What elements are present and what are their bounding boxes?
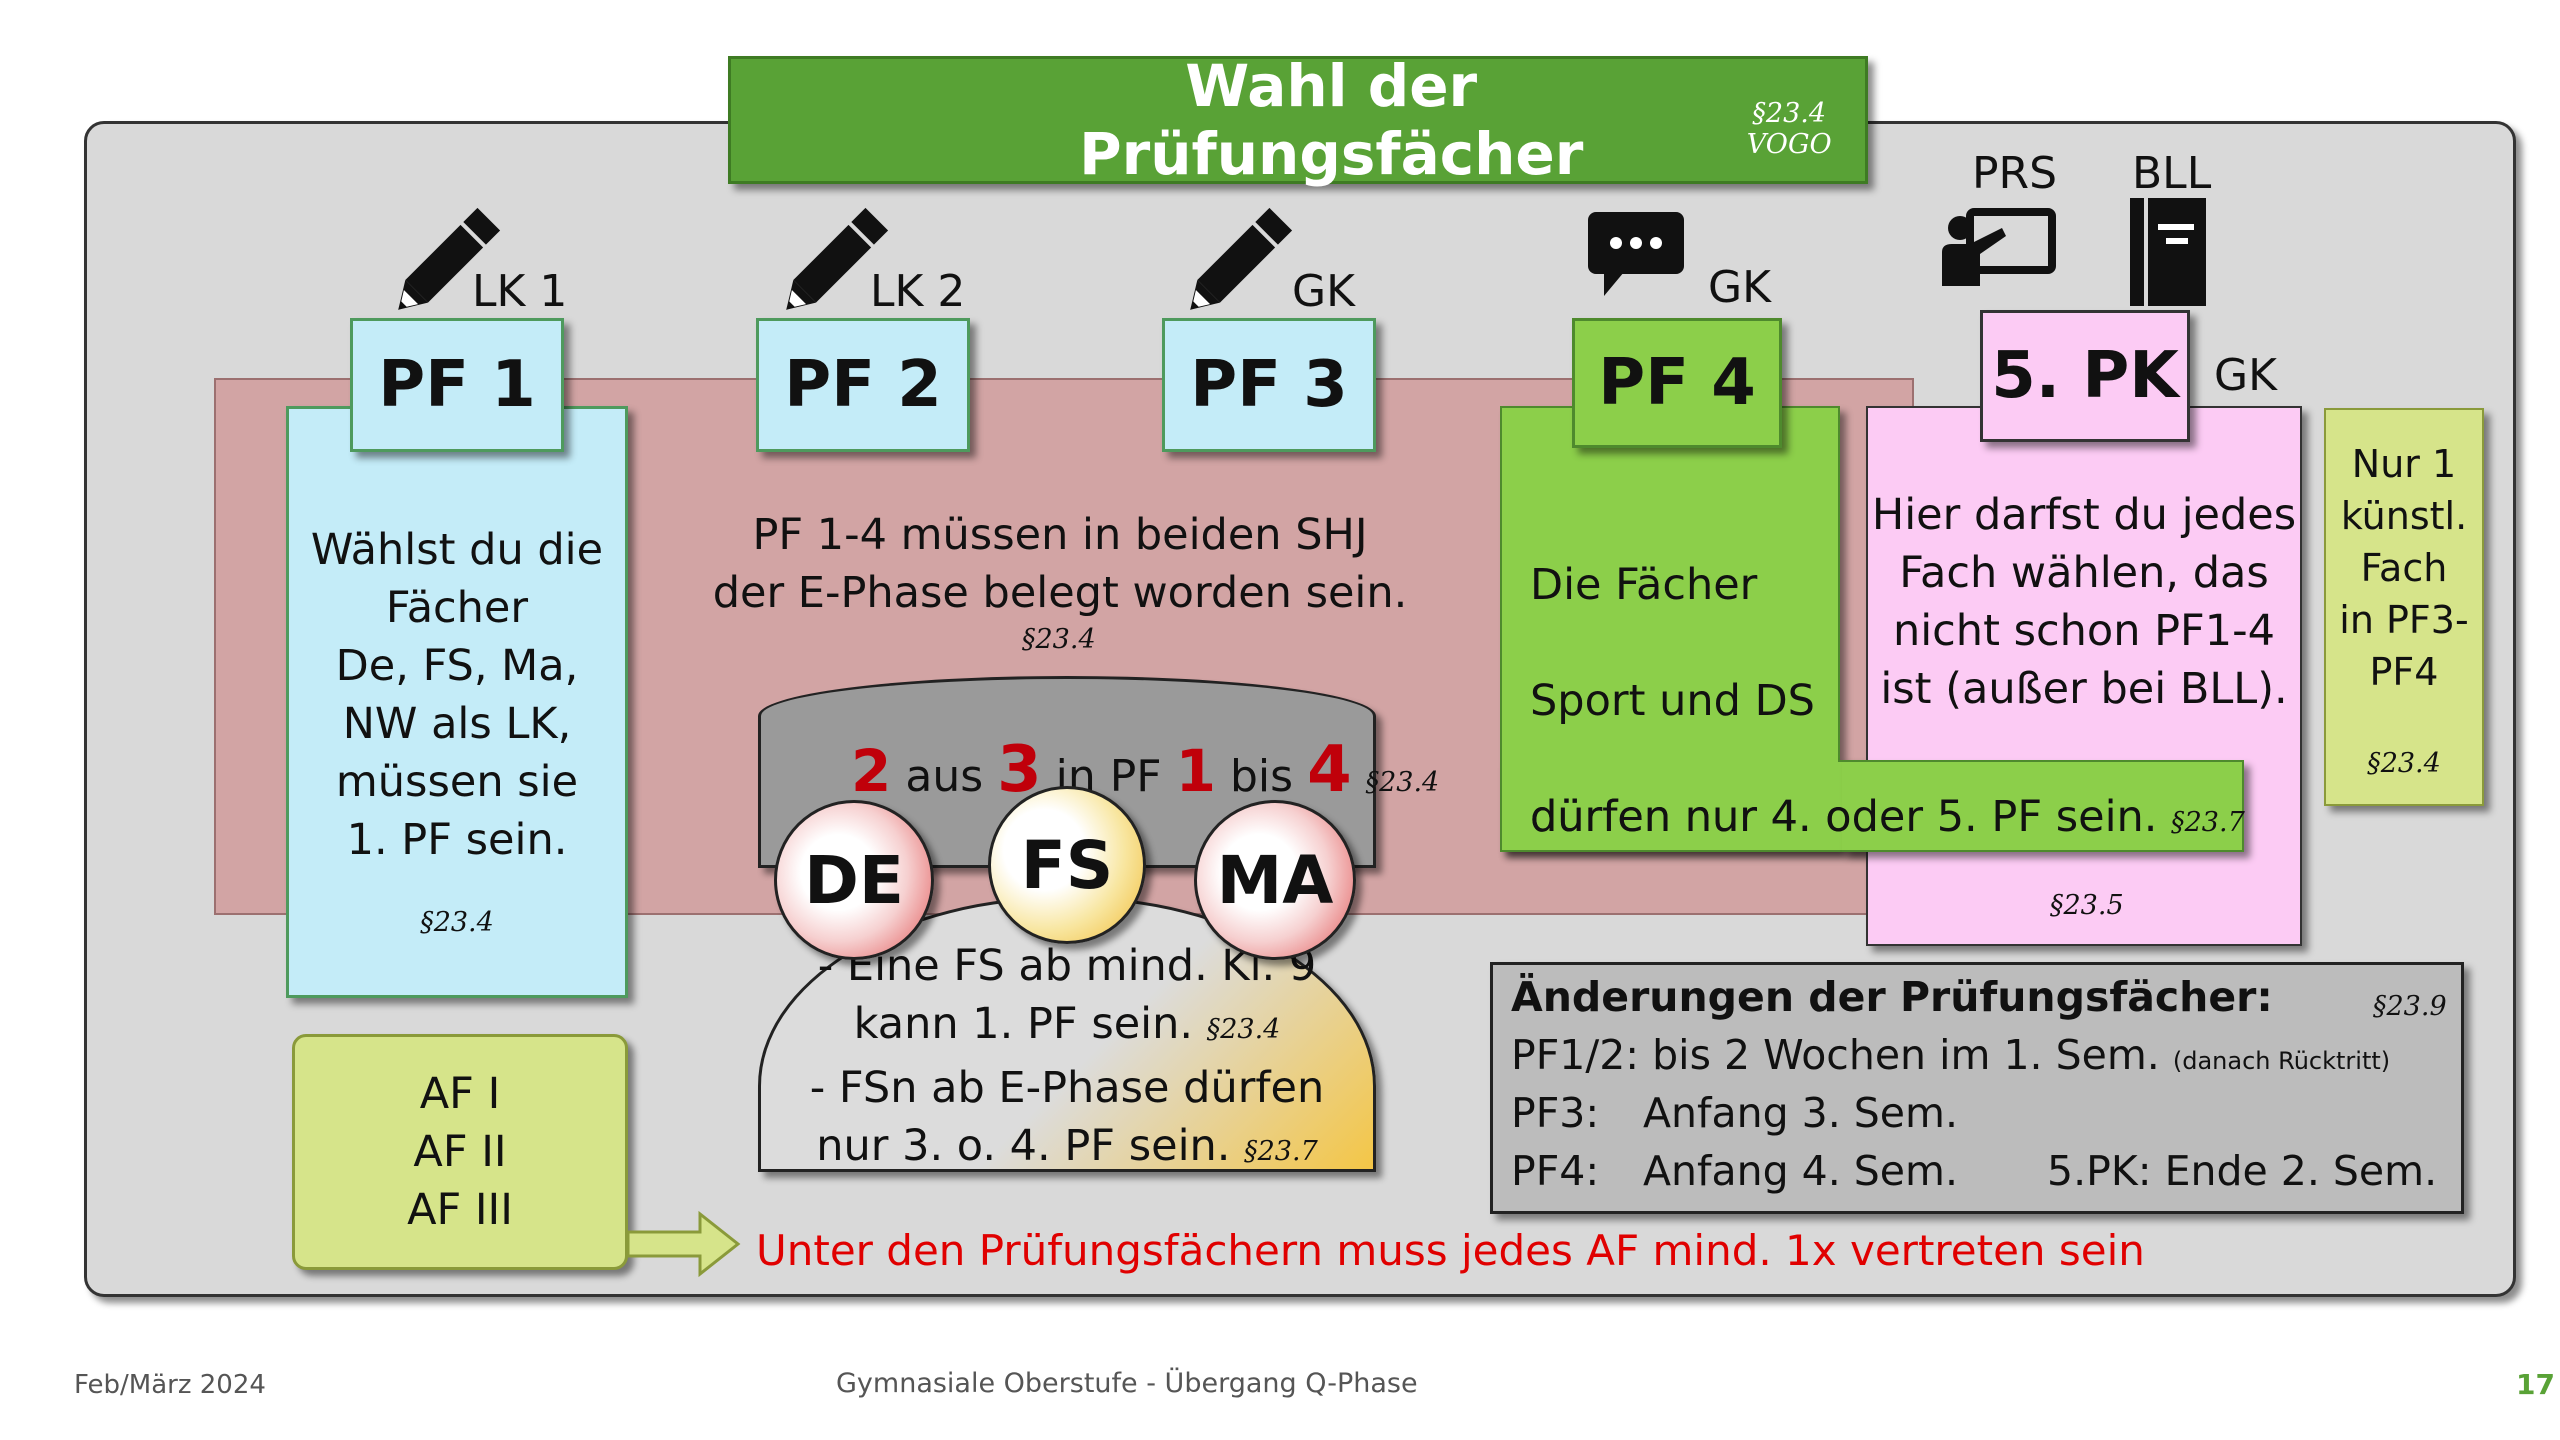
art-note-text: Nur 1 künstl. Fach in PF3- PF4 xyxy=(2339,442,2469,694)
af-box: AF I AF II AF III xyxy=(292,1034,628,1270)
pf1-tag: LK 1 xyxy=(472,266,568,317)
fs-note-text: - Eine FS ab mind. Kl. 9 kann 1. PF sein… xyxy=(809,941,1325,1171)
af-statement: Unter den Prüfungsfächern muss jedes AF … xyxy=(756,1226,2145,1275)
art-ref: §23.4 xyxy=(2367,748,2441,779)
circle-fs: FS xyxy=(988,786,1146,944)
pencil-icon xyxy=(1190,207,1293,310)
pf4-line2: Sport und DS xyxy=(1530,676,1815,726)
bll-label: BLL xyxy=(2132,148,2212,199)
pk5-tag: GK xyxy=(2214,350,2277,401)
center-note-ref: §23.4 xyxy=(1022,624,1096,655)
center-note: PF 1-4 müssen in beiden SHJ der E-Phase … xyxy=(712,510,1408,618)
page-title: Wahl der Prüfungsfächer xyxy=(1079,52,1584,188)
pf4-box: PF 4 xyxy=(1572,318,1782,448)
prs-label: PRS xyxy=(1972,148,2058,199)
pf1-note-text: Wählst du die Fächer De, FS, Ma, NW als … xyxy=(310,525,604,865)
af-lines: AF I AF II AF III xyxy=(407,1069,513,1235)
pf4-note-overlay xyxy=(1842,760,2244,852)
pk5-box: 5. PK xyxy=(1980,310,2190,442)
changes-row-2: PF3:Anfang 3. Sem. xyxy=(1511,1089,1959,1137)
circle-de: DE xyxy=(774,800,934,960)
pk5-note-text: Hier darfst du jedes Fach wählen, das ni… xyxy=(1871,490,2297,714)
circle-ma: MA xyxy=(1194,800,1356,960)
changes-heading: Änderungen der Prüfungsfächer: xyxy=(1511,973,2273,1021)
pf4-fill xyxy=(1502,756,1838,776)
pf3-box: PF 3 xyxy=(1162,318,1376,452)
title-ref: §23.4 VOGO xyxy=(1746,98,1832,160)
pf1-ref: §23.4 xyxy=(420,907,494,938)
presentation-icon xyxy=(1942,208,2056,286)
pf1-box: PF 1 xyxy=(350,318,564,452)
changes-row-3-extra: 5.PK: Ende 2. Sem. xyxy=(2047,1147,2438,1195)
footer-center: Gymnasiale Oberstufe - Übergang Q-Phase xyxy=(836,1368,1418,1399)
arrow-right-icon xyxy=(626,1210,741,1278)
pk5-ref: §23.5 xyxy=(2050,890,2124,921)
pf4-line3-overlay: dürfen nur 4. oder 5. PF sein. §23.7 xyxy=(1530,792,2245,842)
pf2-tag: LK 2 xyxy=(870,266,966,317)
changes-row-3: PF4:Anfang 4. Sem. xyxy=(1511,1147,1959,1195)
book-icon xyxy=(2130,198,2206,306)
art-note-box: Nur 1 künstl. Fach in PF3- PF4 §23.4 xyxy=(2324,408,2484,806)
changes-ref: §23.9 xyxy=(2373,991,2447,1022)
pencil-icon xyxy=(786,207,889,310)
changes-box: Änderungen der Prüfungsfächer: §23.9 PF1… xyxy=(1490,962,2464,1214)
footer-date: Feb/März 2024 xyxy=(74,1370,266,1400)
speech-bubble-icon xyxy=(1588,212,1684,296)
title-bar: Wahl der Prüfungsfächer §23.4 VOGO xyxy=(728,52,1868,188)
pf2-box: PF 2 xyxy=(756,318,970,452)
rule-text: 2 aus 3 in PF 1 bis 4 §23.4 xyxy=(851,733,1440,807)
changes-row-1: PF1/2: bis 2 Wochen im 1. Sem. (danach R… xyxy=(1511,1031,2391,1079)
pf4-line1: Die Fächer xyxy=(1530,560,1758,610)
pf1-note-box: Wählst du die Fächer De, FS, Ma, NW als … xyxy=(286,406,628,998)
page-number: 17 xyxy=(2516,1368,2555,1401)
pk5-note-box: Hier darfst du jedes Fach wählen, das ni… xyxy=(1866,406,2302,946)
pencil-icon xyxy=(398,207,501,310)
pf4-tag: GK xyxy=(1708,262,1771,313)
pf3-tag: GK xyxy=(1292,266,1355,317)
